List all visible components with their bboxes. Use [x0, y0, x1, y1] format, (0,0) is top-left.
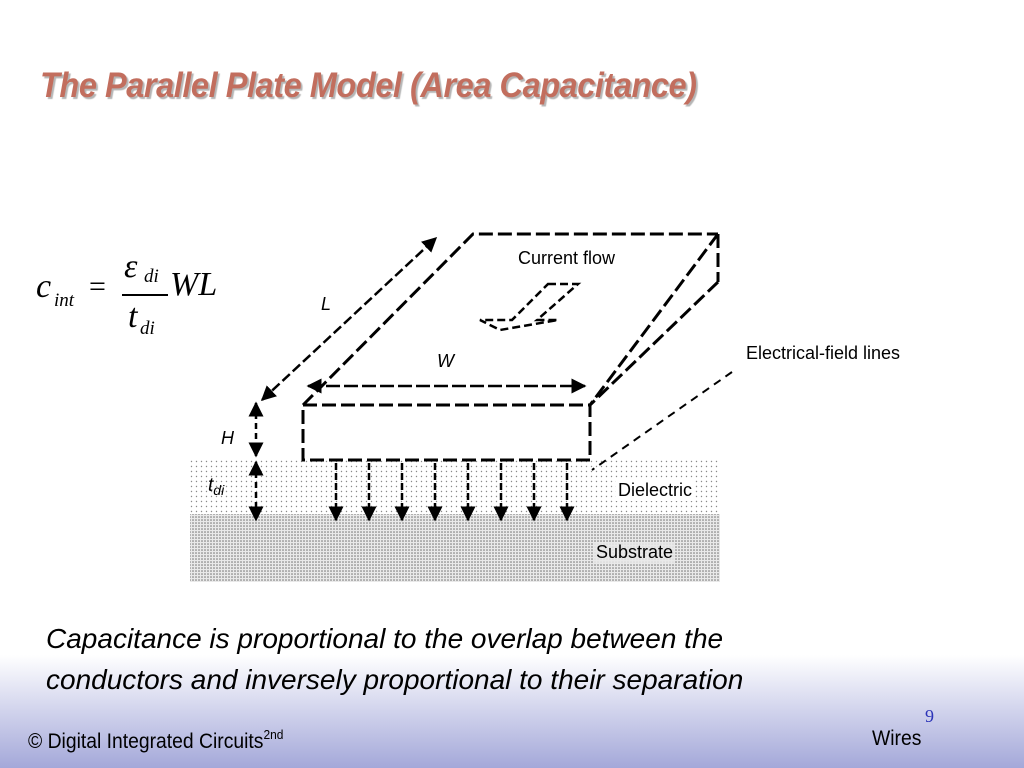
- page-number: 9: [925, 706, 934, 726]
- formula-denominator-subscript: di: [140, 318, 155, 339]
- thickness-symbol: t: [208, 475, 214, 496]
- footer-copyright: © Digital Integrated Circuits2nd: [28, 727, 283, 754]
- field-lines-label: Electrical-field lines: [746, 343, 901, 363]
- length-dimension: [260, 236, 438, 402]
- footer-background: [0, 655, 1024, 768]
- copyright-text: © Digital Integrated Circuits: [28, 730, 264, 753]
- edition-superscript: 2nd: [263, 727, 284, 742]
- substrate-label: Substrate: [594, 542, 676, 563]
- capacitance-formula: c int = ε di t di WL: [36, 248, 236, 348]
- plate-outline: [301, 232, 720, 462]
- slide-caption: Capacitance is proportional to the overl…: [46, 618, 946, 700]
- thickness-label: tdi: [208, 475, 224, 498]
- current-flow-label: Current flow: [518, 248, 616, 268]
- field-lines-pointer: [591, 371, 733, 471]
- width-label: W: [437, 351, 454, 371]
- formula-numerator-symbol: ε: [124, 248, 138, 285]
- fraction-bar: [122, 294, 168, 296]
- height-label: H: [221, 428, 234, 448]
- caption-line-2: conductors and inversely proportional to…: [46, 664, 744, 695]
- formula-lhs-symbol: c: [36, 268, 52, 305]
- footer-section: Wires: [872, 727, 922, 750]
- formula-denominator-symbol: t: [128, 298, 138, 335]
- current-flow-arrow: [479, 282, 582, 332]
- formula-rhs: WL: [170, 266, 218, 303]
- formula-lhs-subscript: int: [54, 290, 75, 311]
- length-label: L: [321, 294, 332, 314]
- caption-line-1: Capacitance is proportional to the overl…: [46, 623, 724, 654]
- formula-equals: =: [89, 270, 106, 303]
- slide-title: The Parallel Plate Model (Area Capacitan…: [40, 66, 697, 105]
- formula-numerator-subscript: di: [144, 266, 159, 287]
- dielectric-label: Dielectric: [616, 480, 695, 501]
- thickness-subscript: di: [213, 482, 225, 498]
